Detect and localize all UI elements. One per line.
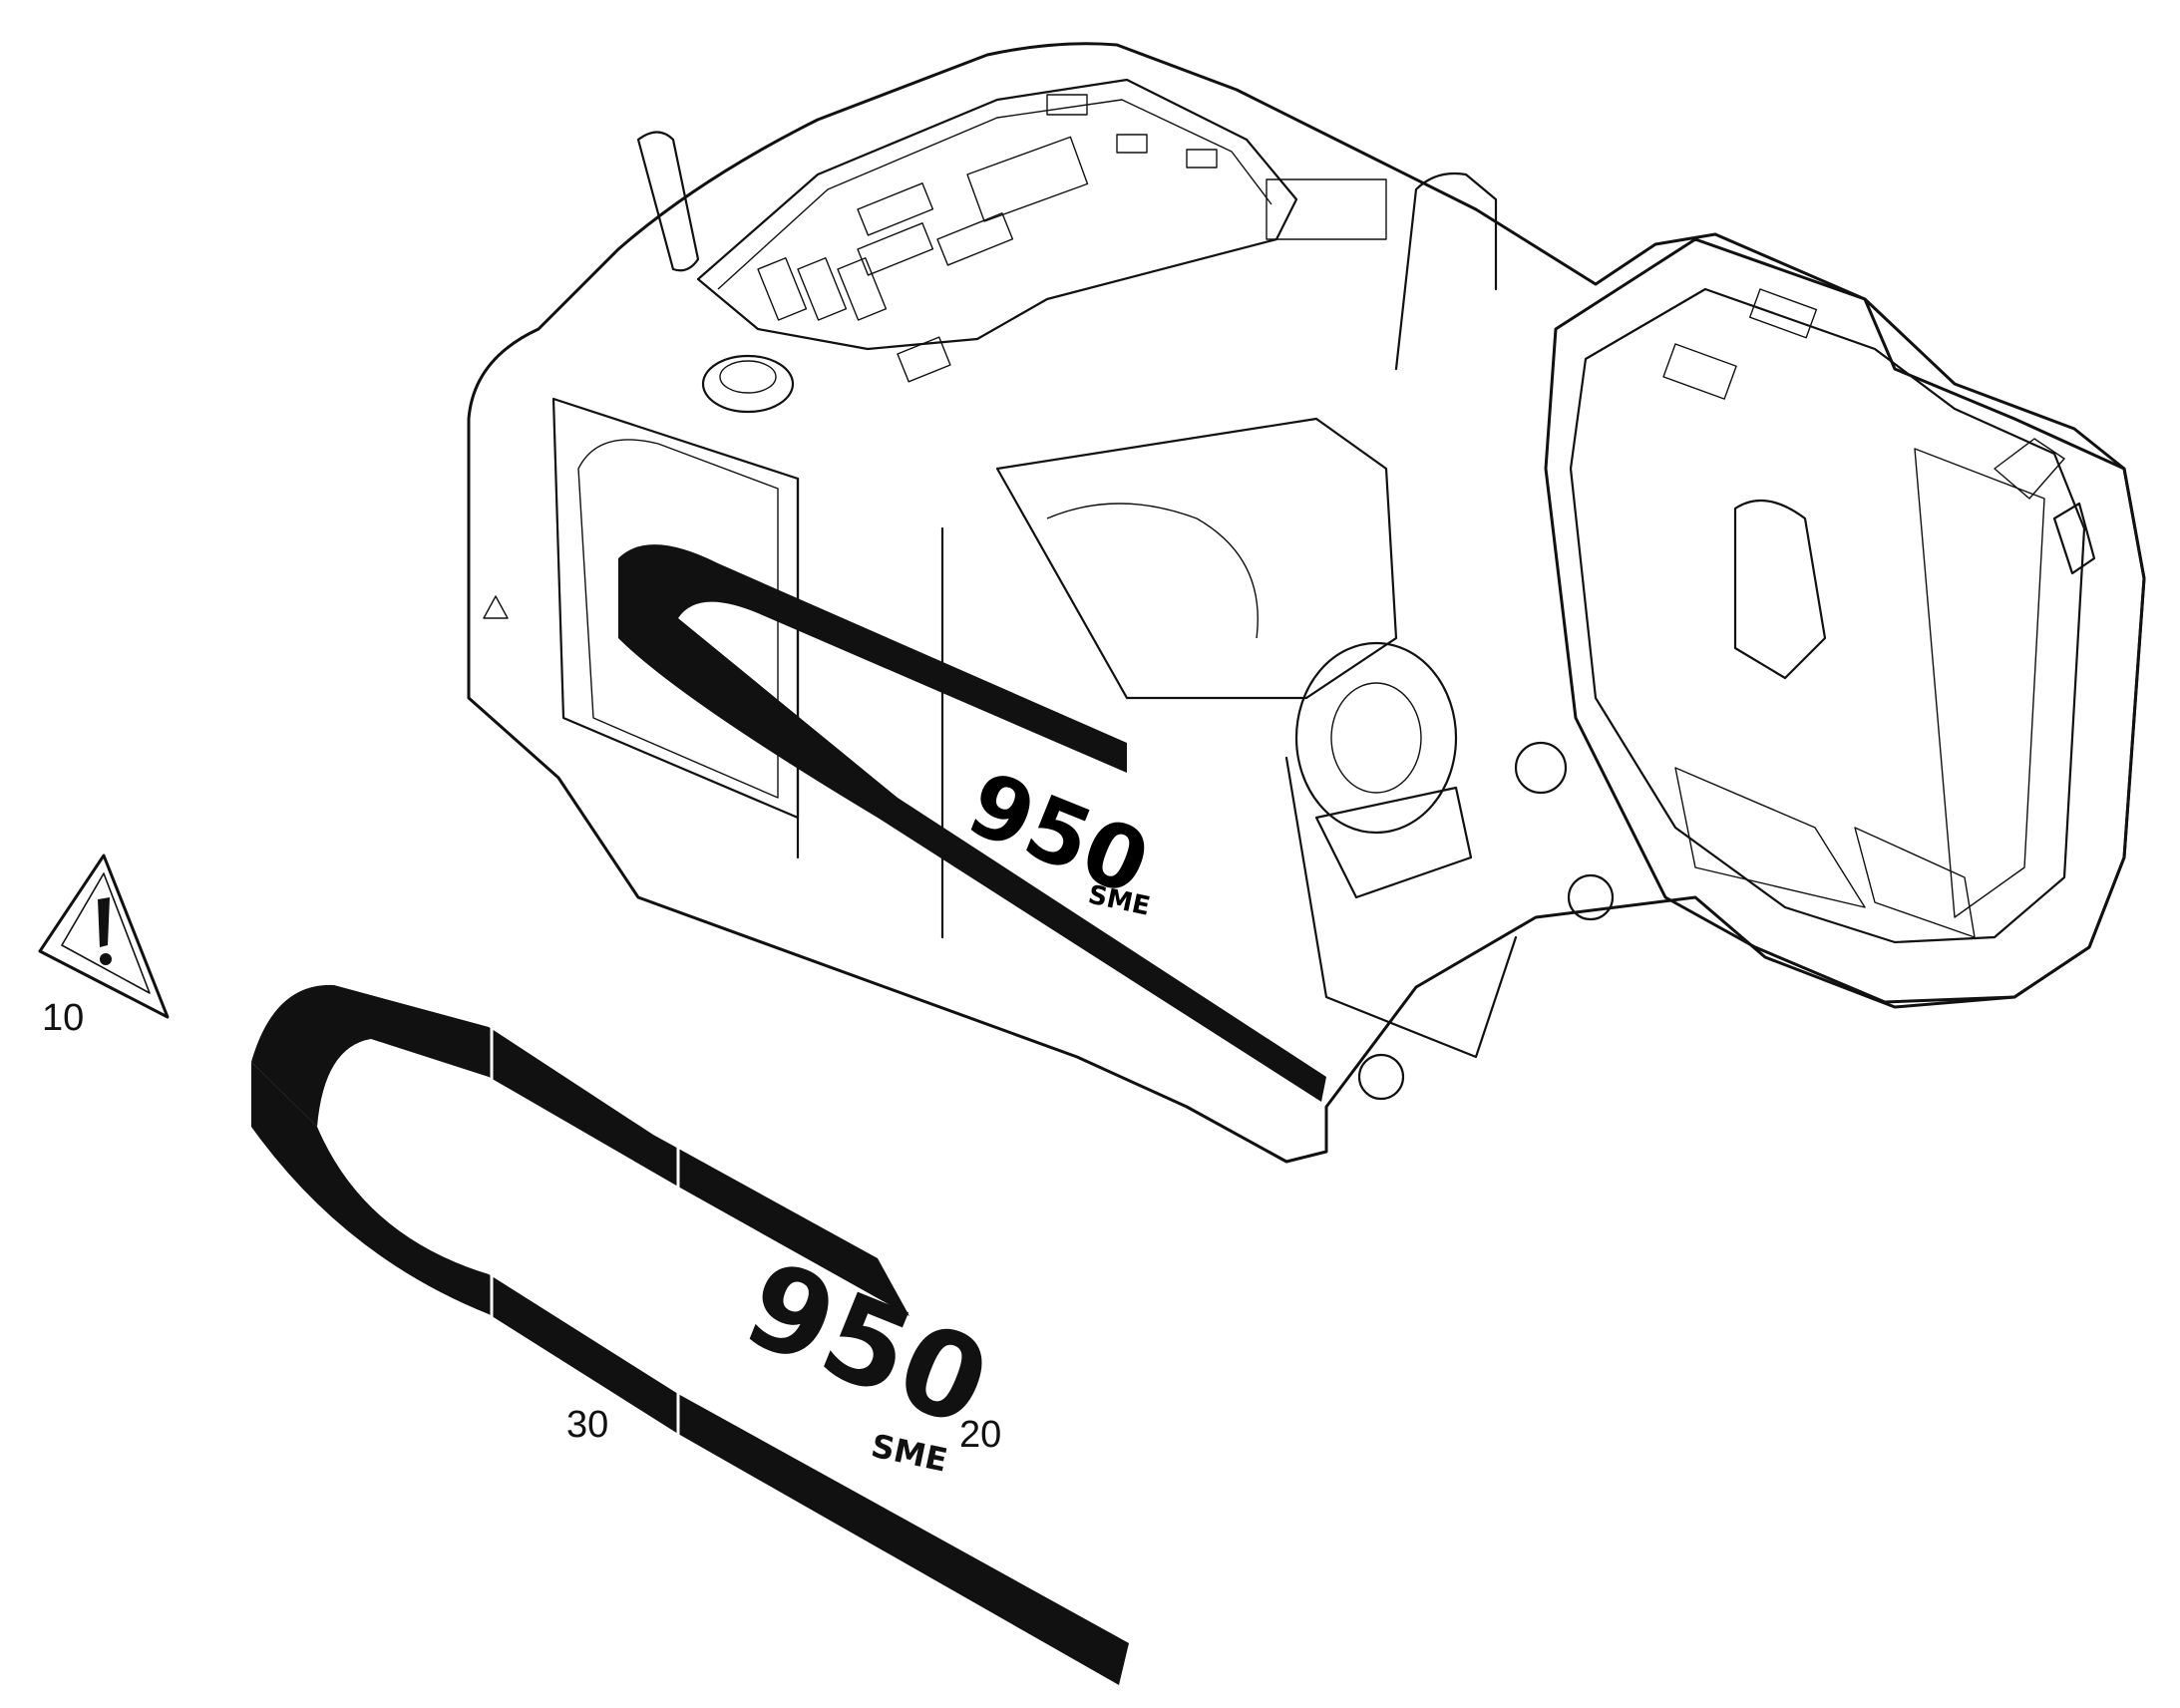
svg-text:SME: SME [1086,880,1153,922]
engine-hood [696,78,1298,351]
operator-seat [1733,499,1827,680]
warning-decal-on-machine [483,595,509,619]
stripe-upper-band [251,984,909,1316]
hood-vents [757,136,1089,383]
stripe-decal-part [251,984,1129,1685]
stripe-lower-band [251,1062,1129,1685]
stripe-decal-on-machine [618,544,1326,1102]
model-badge-on-machine: 950 SME [954,752,1163,922]
machine-outline [467,42,2146,1164]
callout-30: 30 [566,1404,609,1446]
engine-compartment [995,417,1398,700]
callout-20: 20 [959,1414,1002,1456]
access-step [1314,786,1473,899]
air-filter-cap [701,354,795,414]
warning-label-part [38,854,170,1019]
callout-10: 10 [42,997,85,1039]
exhaust-stack [636,131,700,272]
grill-panels [1046,94,1387,240]
handrail [1394,171,1498,371]
excavator-upper-structure: 950 SME [467,42,2146,1164]
operator-cab [1544,237,2146,1004]
boom-mount [1284,741,1615,1101]
